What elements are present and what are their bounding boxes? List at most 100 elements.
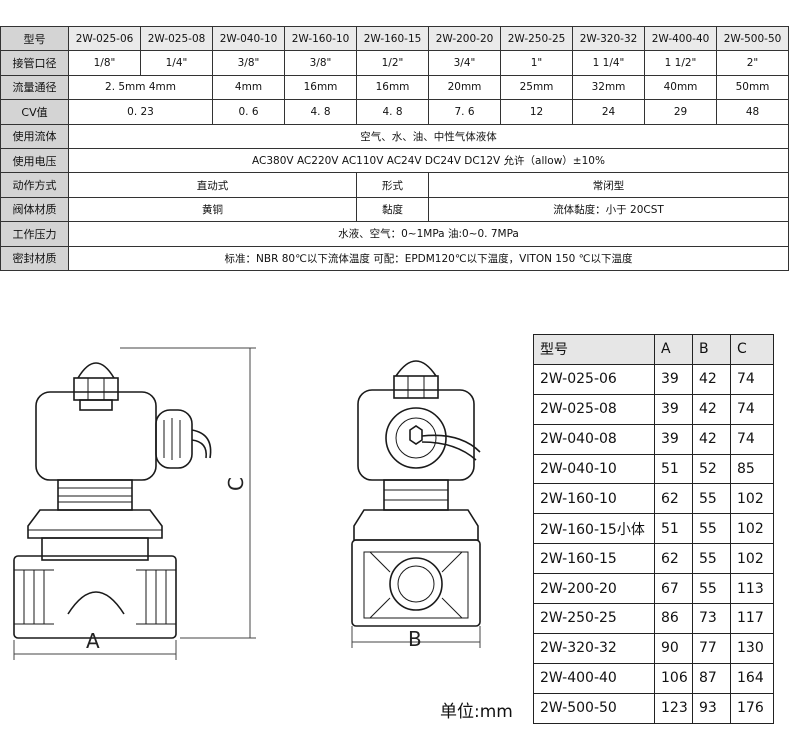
a-cell: 39 xyxy=(654,423,693,455)
b-cell: 55 xyxy=(692,483,731,515)
b-cell: 87 xyxy=(692,662,731,694)
c-cell: 102 xyxy=(730,543,774,575)
cv-cell: 0. 23 xyxy=(68,99,213,125)
pressure-cell: 水液、空气：0~1MPa 油:0~0. 7MPa xyxy=(68,221,789,247)
seal-cell: 标准：NBR 80℃以下流体温度 可配：EPDM120℃以下温度，VITON 1… xyxy=(68,245,789,271)
row-label: 工作压力 xyxy=(0,221,69,247)
b-cell: 55 xyxy=(692,543,731,575)
a-cell: 90 xyxy=(654,632,693,664)
voltage-cell: AC380V AC220V AC110V AC24V DC24V DC12V 允… xyxy=(68,147,789,174)
a-cell: 51 xyxy=(654,453,693,485)
action-row: 动作方式 直动式 形式 常闭型 xyxy=(0,172,789,198)
b-cell: 55 xyxy=(692,573,731,605)
row-label: 动作方式 xyxy=(0,172,69,198)
dimension-label-b: B xyxy=(408,627,422,651)
model-cell: 2W-040-10 xyxy=(533,453,655,485)
port-cell: 2" xyxy=(716,50,789,76)
a-cell: 51 xyxy=(654,513,693,545)
port-cell: 1 1/2" xyxy=(644,50,717,76)
form-cell: 常闭型 xyxy=(428,172,789,198)
table-row: 2W-040-08 39 42 74 xyxy=(533,423,774,455)
model-row: 型号 2W-025-06 2W-025-08 2W-040-10 2W-160-… xyxy=(0,25,789,52)
a-cell: 62 xyxy=(654,483,693,515)
flow-cell: 32mm xyxy=(572,74,645,101)
model-cell: 2W-400-40 xyxy=(644,25,717,52)
cv-cell: 4. 8 xyxy=(284,99,357,125)
model-cell: 2W-025-08 xyxy=(533,393,655,425)
table-row: 2W-500-50 123 93 176 xyxy=(533,692,774,724)
b-cell: 77 xyxy=(692,632,731,664)
cv-cell: 48 xyxy=(716,99,789,125)
c-cell: 74 xyxy=(730,393,774,425)
flow-cell: 40mm xyxy=(644,74,717,101)
dimension-label-c: C xyxy=(223,477,248,491)
row-label: 阀体材质 xyxy=(0,196,69,223)
port-cell: 1/8" xyxy=(68,50,141,76)
viscosity-label-cell: 黏度 xyxy=(356,196,429,223)
action-cell: 直动式 xyxy=(68,172,357,198)
c-cell: 74 xyxy=(730,363,774,395)
port-cell: 1/2" xyxy=(356,50,429,76)
model-cell: 2W-200-20 xyxy=(428,25,501,52)
flow-cell: 16mm xyxy=(356,74,429,101)
seal-row: 密封材质 标准：NBR 80℃以下流体温度 可配：EPDM120℃以下温度，VI… xyxy=(0,245,789,271)
dimension-label-a: A xyxy=(86,629,100,653)
flow-cell: 20mm xyxy=(428,74,501,101)
c-cell: 130 xyxy=(730,632,774,664)
table-row: 2W-200-20 67 55 113 xyxy=(533,573,774,605)
b-cell: 42 xyxy=(692,363,731,395)
row-label: 接管口径 xyxy=(0,50,69,76)
b-cell: 55 xyxy=(692,513,731,545)
c-cell: 102 xyxy=(730,483,774,515)
c-cell: 117 xyxy=(730,603,774,634)
table-row: 2W-250-25 86 73 117 xyxy=(533,603,774,634)
unit-label: 单位:mm xyxy=(440,702,513,722)
table-row: 2W-160-15小体 51 55 102 xyxy=(533,513,774,545)
body-row: 阀体材质 黄铜 黏度 流体黏度：小于 20CST xyxy=(0,196,789,223)
model-cell: 2W-500-50 xyxy=(533,692,655,724)
model-cell: 2W-500-50 xyxy=(716,25,789,52)
table-row: 2W-160-15 62 55 102 xyxy=(533,543,774,575)
a-cell: 106 xyxy=(654,662,693,694)
cv-cell: 29 xyxy=(644,99,717,125)
model-cell: 2W-320-32 xyxy=(572,25,645,52)
table-row: 2W-320-32 90 77 130 xyxy=(533,632,774,664)
viscosity-cell: 流体黏度：小于 20CST xyxy=(428,196,789,223)
valve-side-view-drawing xyxy=(13,347,256,660)
port-cell: 1 1/4" xyxy=(572,50,645,76)
dimensions-header-row: 型号 A B C xyxy=(533,334,774,365)
table-row: 2W-040-10 51 52 85 xyxy=(533,453,774,485)
flow-cell: 25mm xyxy=(500,74,573,101)
port-cell: 3/8" xyxy=(284,50,357,76)
flow-cell: 4mm xyxy=(212,74,285,101)
c-cell: 113 xyxy=(730,573,774,605)
port-row: 接管口径 1/8" 1/4" 3/8" 3/8" 1/2" 3/4" 1" 1 … xyxy=(0,50,789,76)
model-cell: 2W-250-25 xyxy=(500,25,573,52)
model-cell: 2W-025-08 xyxy=(140,25,213,52)
cv-cell: 7. 6 xyxy=(428,99,501,125)
b-cell: 52 xyxy=(692,453,731,485)
spec-table: 型号 2W-025-06 2W-025-08 2W-040-10 2W-160-… xyxy=(0,25,789,271)
model-cell: 2W-160-15小体 xyxy=(533,513,655,545)
flow-cell: 16mm xyxy=(284,74,357,101)
port-cell: 1/4" xyxy=(140,50,213,76)
model-cell: 2W-400-40 xyxy=(533,662,655,694)
a-cell: 39 xyxy=(654,393,693,425)
fluid-cell: 空气、水、油、中性气体液体 xyxy=(68,123,789,149)
model-cell: 2W-025-06 xyxy=(533,363,655,395)
model-cell: 2W-040-10 xyxy=(212,25,285,52)
table-row: 2W-025-08 39 42 74 xyxy=(533,393,774,425)
flow-cell: 50mm xyxy=(716,74,789,101)
b-cell: 73 xyxy=(692,603,731,634)
c-cell: 102 xyxy=(730,513,774,545)
voltage-row: 使用电压 AC380V AC220V AC110V AC24V DC24V DC… xyxy=(0,147,789,174)
table-row: 2W-025-06 39 42 74 xyxy=(533,363,774,395)
model-cell: 2W-200-20 xyxy=(533,573,655,605)
cv-cell: 12 xyxy=(500,99,573,125)
c-cell: 74 xyxy=(730,423,774,455)
form-label-cell: 形式 xyxy=(356,172,429,198)
a-cell: 67 xyxy=(654,573,693,605)
header-cell: B xyxy=(692,334,731,365)
row-label: 使用流体 xyxy=(0,123,69,149)
a-cell: 123 xyxy=(654,692,693,724)
